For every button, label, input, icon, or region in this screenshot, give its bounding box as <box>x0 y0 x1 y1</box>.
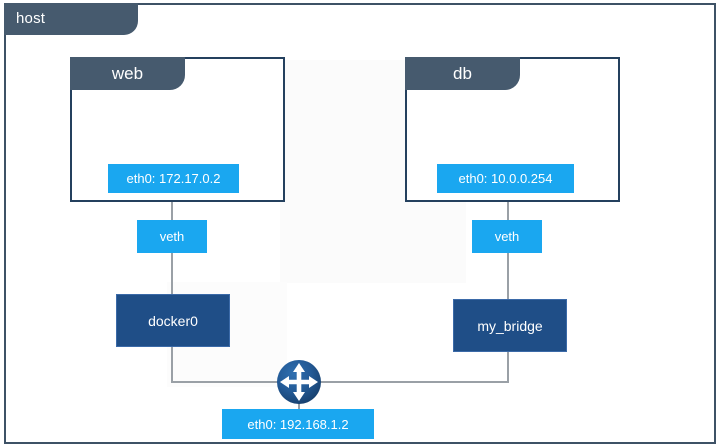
router-icon <box>275 358 323 406</box>
connector-docker0-to-bus <box>171 347 173 383</box>
bridge-docker0: docker0 <box>116 294 230 347</box>
connector-mybridge-to-bus <box>507 352 509 383</box>
veth-web: veth <box>137 220 207 253</box>
interface-web-eth0: eth0: 172.17.0.2 <box>108 164 239 193</box>
container-db-tab: db <box>405 57 520 90</box>
container-web-tab: web <box>70 57 185 90</box>
bridge-my-bridge: my_bridge <box>453 299 567 352</box>
interface-host-eth0: eth0: 192.168.1.2 <box>222 409 374 439</box>
host-tab-label: host <box>4 3 138 35</box>
bus-line <box>171 381 509 383</box>
interface-db-eth0: eth0: 10.0.0.254 <box>437 164 574 193</box>
veth-db: veth <box>472 220 542 253</box>
